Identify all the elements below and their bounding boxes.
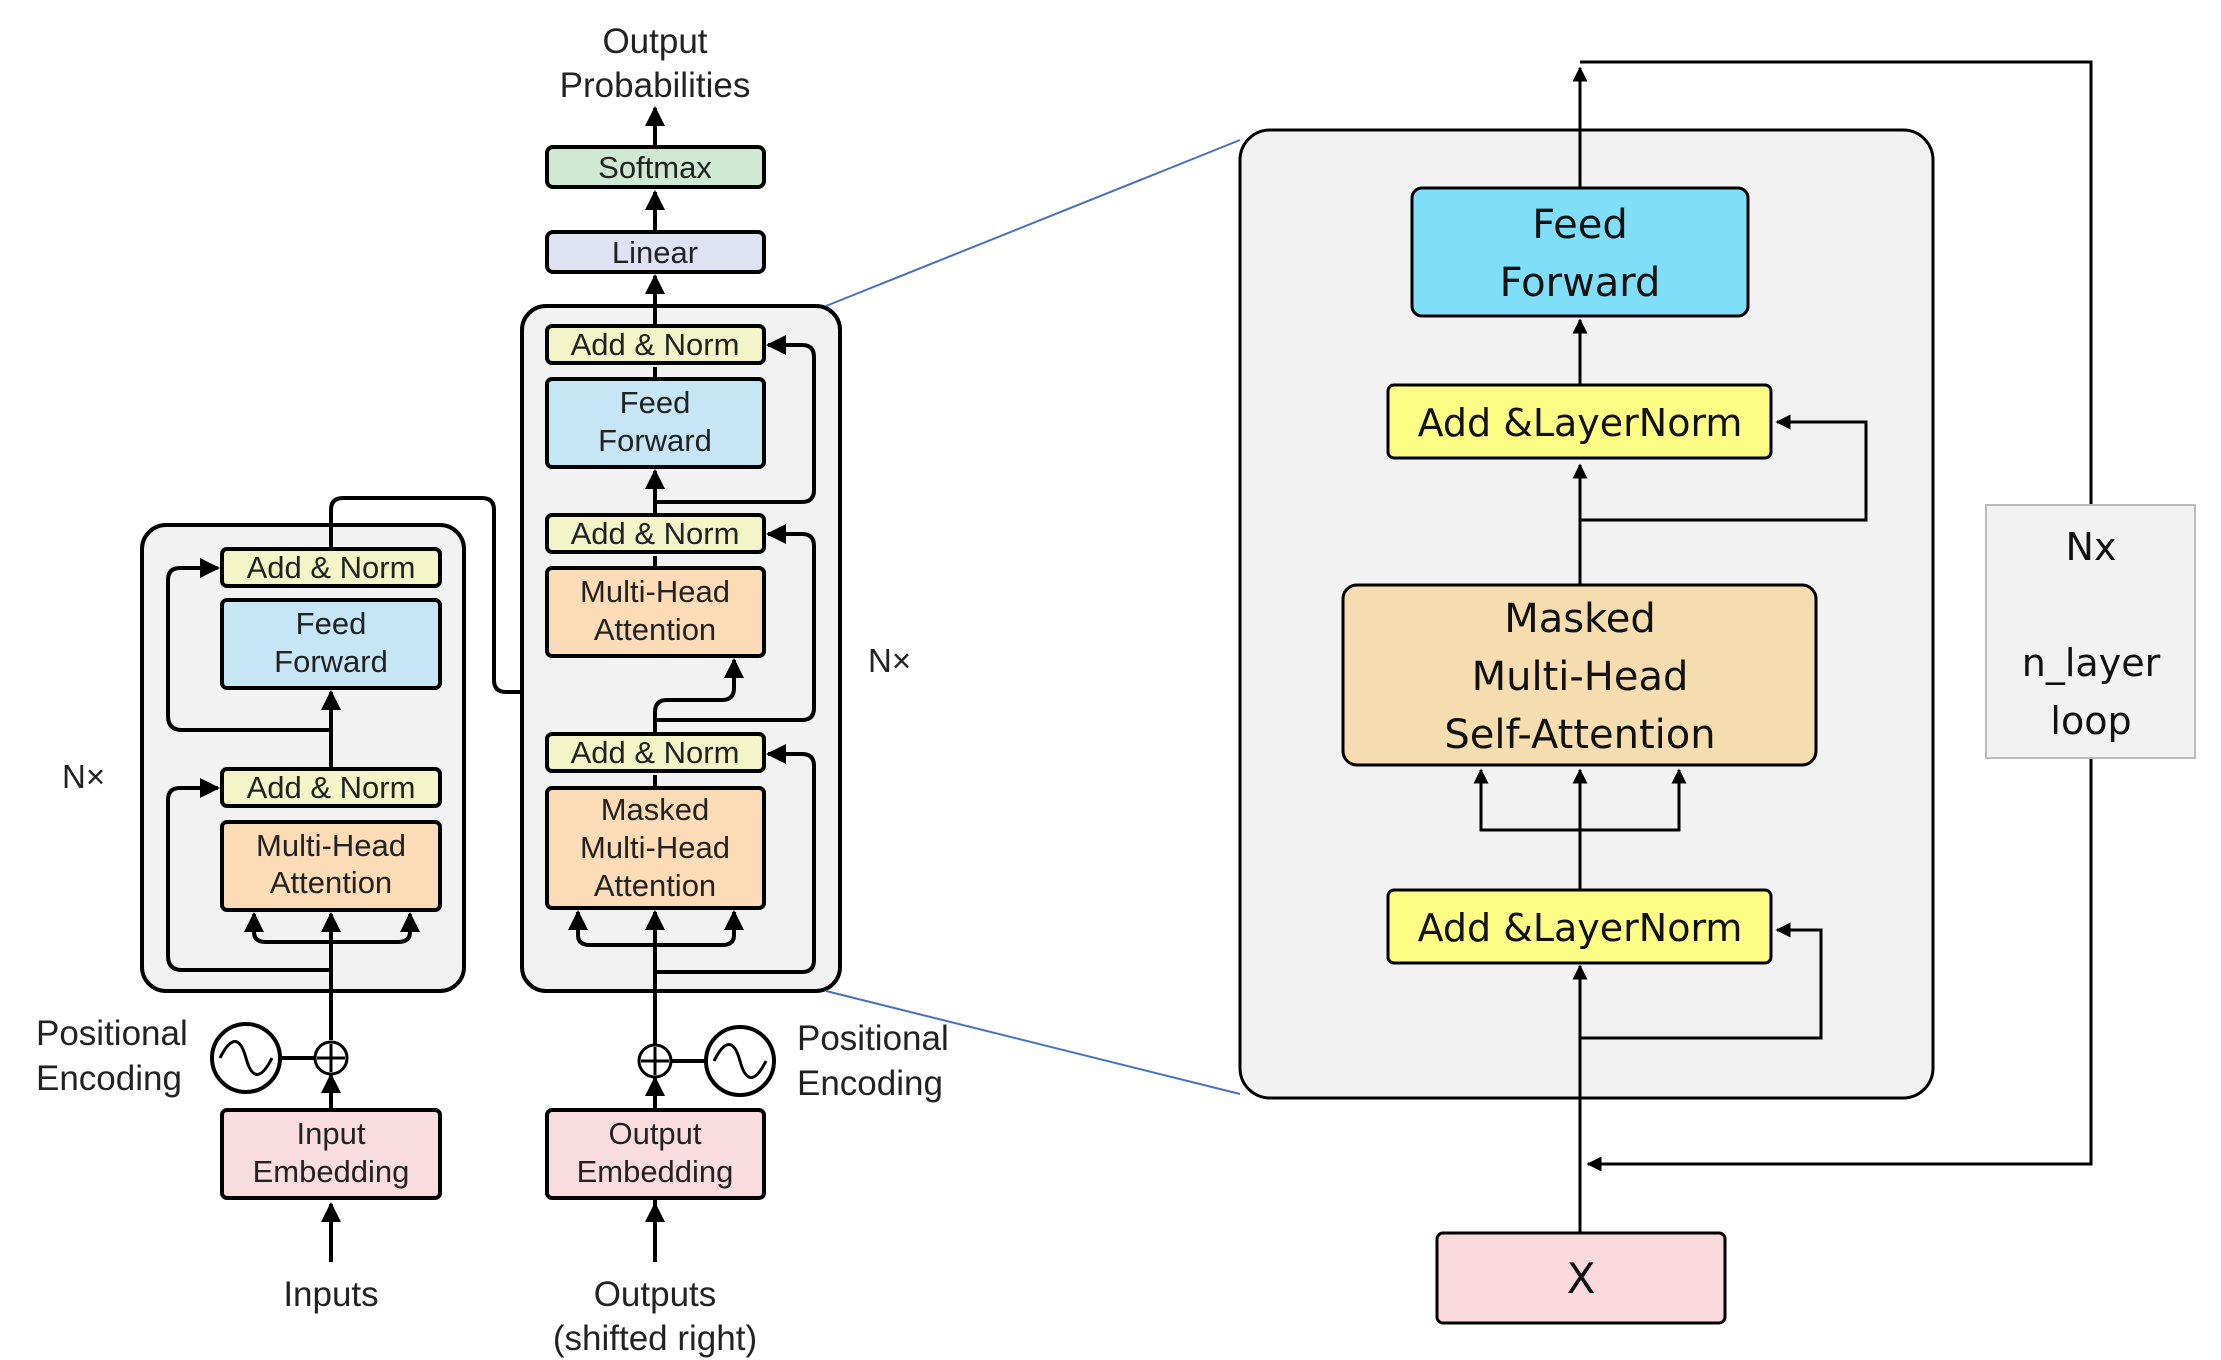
- svg-text:Nx: Nx: [2066, 525, 2117, 569]
- svg-text:Attention: Attention: [594, 868, 716, 903]
- svg-text:Feed: Feed: [296, 606, 367, 641]
- svg-text:Encoding: Encoding: [36, 1059, 182, 1098]
- inputs-label: Inputs: [283, 1275, 378, 1314]
- svg-text:Multi-Head: Multi-Head: [580, 830, 730, 865]
- svg-text:Feed: Feed: [1532, 202, 1627, 248]
- svg-text:Forward: Forward: [1500, 260, 1661, 306]
- decoder-add-norm-middle: Add & Norm: [545, 513, 766, 554]
- svg-text:Add &LayerNorm: Add &LayerNorm: [1418, 401, 1743, 445]
- encoder-multi-head-attention: Multi-Head Attention: [220, 820, 442, 912]
- right-nx-loop-label: Nx n_layer loop: [1985, 504, 2196, 759]
- encoder-add-norm-top: Add & Norm: [220, 547, 442, 588]
- encoder-connections: [166, 496, 584, 1108]
- svg-text:Attention: Attention: [594, 612, 716, 647]
- svg-text:Forward: Forward: [274, 644, 388, 679]
- softmax-box: Softmax: [545, 145, 766, 189]
- decoder-connections: [568, 106, 816, 1205]
- svg-text:Add & Norm: Add & Norm: [247, 770, 416, 805]
- svg-text:Add & Norm: Add & Norm: [571, 735, 740, 770]
- svg-text:Feed: Feed: [620, 385, 691, 420]
- svg-text:Self-Attention: Self-Attention: [1444, 712, 1715, 758]
- svg-text:Forward: Forward: [598, 423, 712, 458]
- output-embedding: Output Embedding: [545, 1108, 766, 1200]
- svg-text:Positional: Positional: [797, 1019, 949, 1058]
- linear-box: Linear: [545, 230, 766, 274]
- decoder-masked-multi-head-attention: Masked Multi-Head Attention: [545, 786, 766, 910]
- right-masked-self-attention: Masked Multi-Head Self-Attention: [1341, 583, 1818, 767]
- zoom-line-bottom: [825, 990, 1241, 1095]
- encoder-block: [140, 523, 466, 993]
- decoder-positional-encoding: Positional Encoding: [637, 1019, 949, 1103]
- svg-text:Masked: Masked: [1504, 596, 1656, 642]
- svg-text:X: X: [1567, 1254, 1596, 1303]
- svg-text:Multi-Head: Multi-Head: [580, 574, 730, 609]
- outputs-shifted-label: (shifted right): [553, 1319, 757, 1358]
- encoder-positional-encoding: Positional Encoding: [36, 1014, 349, 1098]
- input-embedding: Input Embedding: [220, 1108, 442, 1200]
- svg-text:Add & Norm: Add & Norm: [247, 550, 416, 585]
- decoder-add-norm-top: Add & Norm: [545, 324, 766, 365]
- svg-text:Multi-Head: Multi-Head: [1472, 654, 1689, 700]
- output-probabilities-label: Output: [602, 22, 707, 61]
- svg-text:Embedding: Embedding: [577, 1154, 734, 1189]
- svg-text:Add &LayerNorm: Add &LayerNorm: [1418, 906, 1743, 950]
- encoder-feed-forward: Feed Forward: [220, 598, 442, 690]
- svg-text:Positional: Positional: [36, 1014, 188, 1053]
- svg-text:loop: loop: [2050, 699, 2131, 743]
- right-add-layernorm-bottom: Add &LayerNorm: [1386, 888, 1773, 965]
- outputs-label: Outputs: [594, 1275, 717, 1314]
- output-probabilities-label-2: Probabilities: [560, 66, 751, 105]
- svg-text:Embedding: Embedding: [253, 1154, 410, 1189]
- right-add-layernorm-top: Add &LayerNorm: [1386, 383, 1773, 460]
- svg-text:n_layer: n_layer: [2022, 641, 2161, 685]
- svg-text:Encoding: Encoding: [797, 1064, 943, 1103]
- svg-text:Softmax: Softmax: [598, 150, 712, 185]
- zoom-line-top: [825, 139, 1241, 307]
- svg-text:Linear: Linear: [612, 235, 698, 270]
- svg-text:Add & Norm: Add & Norm: [571, 327, 740, 362]
- right-feed-forward: Feed Forward: [1410, 186, 1750, 318]
- svg-text:Attention: Attention: [270, 865, 392, 900]
- encoder-add-norm-bottom: Add & Norm: [220, 767, 442, 808]
- svg-text:Masked: Masked: [601, 792, 710, 827]
- right-x-input: X: [1435, 1231, 1727, 1325]
- svg-text:Input: Input: [297, 1116, 366, 1151]
- svg-text:Multi-Head: Multi-Head: [256, 828, 406, 863]
- encoder-nx-label: N×: [62, 758, 105, 795]
- svg-text:Output: Output: [608, 1116, 701, 1151]
- decoder-feed-forward: Feed Forward: [545, 377, 766, 469]
- decoder-add-norm-bottom: Add & Norm: [545, 732, 766, 773]
- decoder-multi-head-attention: Multi-Head Attention: [545, 566, 766, 658]
- decoder-nx-label: N×: [868, 642, 911, 679]
- svg-text:Add & Norm: Add & Norm: [571, 516, 740, 551]
